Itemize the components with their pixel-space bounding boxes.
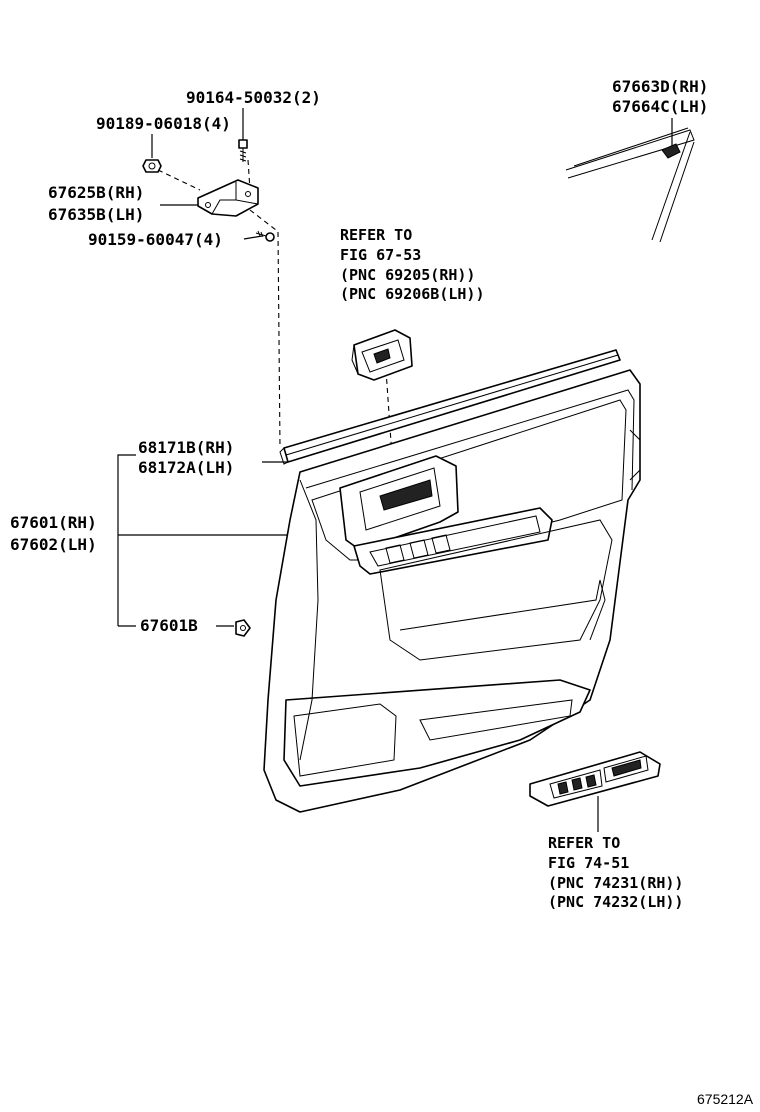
refer-switch-line-3: (PNC 74231(RH))	[548, 874, 683, 892]
refer-handle-line-2: FIG 67-53	[340, 246, 421, 264]
refer-handle-line-1: REFER TO	[340, 226, 412, 244]
window-switch-icon	[529, 751, 661, 807]
clip-67601b-icon	[235, 619, 251, 637]
refer-handle-line-3: (PNC 69205(RH))	[340, 266, 475, 284]
refer-handle-line-4: (PNC 69206B(LH))	[340, 285, 485, 303]
label-trim-board-rh: 67601(RH)	[10, 513, 97, 532]
nut-90189-icon	[142, 159, 162, 173]
label-weatherstrip-lh: 67664C(LH)	[612, 97, 708, 116]
label-clip-67601b: 67601B	[140, 616, 198, 635]
belt-moulding-68171b-icon	[279, 349, 621, 465]
label-bracket-lh: 67635B(LH)	[48, 205, 144, 224]
label-belt-moulding-lh: 68172A(LH)	[138, 458, 234, 477]
weatherstrip-67663d-icon	[565, 127, 695, 243]
refer-switch-line-2: FIG 74-51	[548, 854, 629, 872]
refer-switch-line-4: (PNC 74232(LH))	[548, 893, 683, 911]
inside-handle-icon	[351, 329, 413, 381]
label-trim-board-lh: 67602(LH)	[10, 535, 97, 554]
label-screw-90159: 90159-60047(4)	[88, 230, 223, 249]
door-trim-board-icon	[263, 369, 641, 813]
label-bolt-90164: 90164-50032(2)	[186, 88, 321, 107]
label-bracket-rh: 67625B(RH)	[48, 183, 144, 202]
label-weatherstrip-rh: 67663D(RH)	[612, 77, 708, 96]
bolt-90164-icon	[238, 139, 248, 162]
bracket-67625b-icon	[197, 179, 259, 217]
figure-id: 675212A	[697, 1091, 754, 1107]
refer-switch-line-1: REFER TO	[548, 834, 620, 852]
screw-90159-icon	[255, 230, 275, 242]
label-nut-90189: 90189-06018(4)	[96, 114, 231, 133]
label-belt-moulding-rh: 68171B(RH)	[138, 438, 234, 457]
